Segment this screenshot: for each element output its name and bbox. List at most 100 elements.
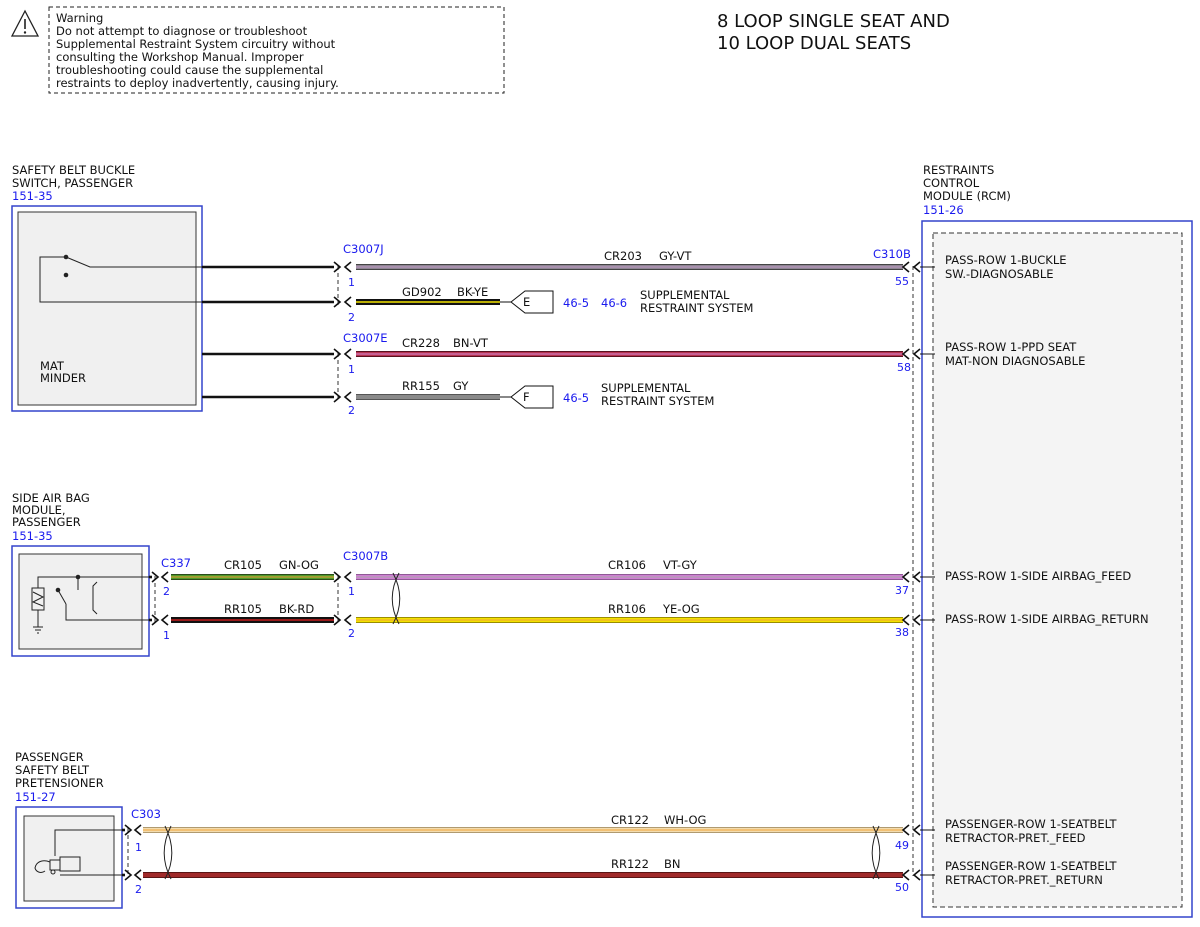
connector-label[interactable]: C3007B bbox=[343, 549, 388, 563]
wire-color-label: GY-VT bbox=[659, 249, 692, 263]
pin-number: 37 bbox=[895, 584, 909, 597]
offpage-desc: RESTRAINT SYSTEM bbox=[640, 301, 753, 315]
switch-icon bbox=[39, 254, 202, 303]
pin-number: 1 bbox=[135, 841, 142, 854]
wire-color-label: WH-OG bbox=[664, 813, 706, 827]
offpage-desc: SUPPLEMENTAL bbox=[640, 288, 730, 302]
wire-circuit-label: RR105 bbox=[224, 602, 262, 616]
rcm-pin-stubs bbox=[920, 266, 935, 876]
warning-icon bbox=[10, 9, 40, 37]
wire-color-label: GY bbox=[453, 379, 469, 393]
offpage-ref-link[interactable]: 46-5 bbox=[563, 391, 589, 405]
wire-circuit-label: GD902 bbox=[402, 285, 442, 299]
pretensioner-icon bbox=[34, 829, 122, 876]
component-ref: 151-26 bbox=[923, 203, 964, 217]
warning-line: troubleshooting could cause the suppleme… bbox=[56, 63, 323, 77]
connector-label[interactable]: C3007J bbox=[343, 242, 384, 256]
offpage-ref-link[interactable]: 46-6 bbox=[601, 296, 627, 310]
component-ref: 151-35 bbox=[12, 529, 53, 543]
rcm-pin-desc: PASS-ROW 1-SIDE AIRBAG_RETURN bbox=[945, 612, 1149, 626]
wire-color-label: BN-VT bbox=[453, 336, 489, 350]
pin-number: 49 bbox=[895, 839, 909, 852]
side-airbag-component bbox=[11, 545, 150, 657]
pin-number: 1 bbox=[348, 363, 355, 376]
rcm-pin-desc: MAT-NON DIAGNOSABLE bbox=[945, 354, 1085, 368]
pin-number: 1 bbox=[348, 585, 355, 598]
component-name: PASSENGER bbox=[15, 750, 84, 764]
wire-circuit-label: RR155 bbox=[402, 379, 440, 393]
offpage-ref-link[interactable]: 46-5 bbox=[563, 296, 589, 310]
component-name: PASSENGER bbox=[12, 515, 81, 529]
offpage-connector-f[interactable]: F bbox=[500, 385, 554, 409]
wire-circuit-label: CR228 bbox=[402, 336, 440, 350]
wire-circuit-label: CR105 bbox=[224, 558, 262, 572]
twisted-pair-symbols bbox=[163, 572, 881, 880]
wire-color-label: VT-GY bbox=[663, 558, 698, 572]
page-title: 8 LOOP SINGLE SEAT AND bbox=[717, 11, 950, 32]
buckle-switch-component: MAT MINDER bbox=[11, 205, 203, 412]
wire-circuit-label: CR106 bbox=[608, 558, 646, 572]
wire-color-label: GN-OG bbox=[279, 558, 319, 572]
connector-label[interactable]: C3007E bbox=[343, 331, 388, 345]
component-name: CONTROL bbox=[923, 176, 980, 190]
offpage-desc: RESTRAINT SYSTEM bbox=[601, 394, 714, 408]
pin-number: 1 bbox=[163, 629, 170, 642]
connector-label[interactable]: C337 bbox=[161, 556, 191, 570]
pin-number: 1 bbox=[348, 276, 355, 289]
warning-line: Supplemental Restraint System circuitry … bbox=[56, 37, 336, 51]
pin-number: 2 bbox=[135, 883, 142, 896]
wires bbox=[143, 264, 903, 878]
rcm-pin-desc: SW.-DIAGNOSABLE bbox=[945, 267, 1054, 281]
pin-number: 55 bbox=[895, 275, 909, 288]
component-name: PRETENSIONER bbox=[15, 776, 104, 790]
wire-circuit-label: RR122 bbox=[611, 857, 649, 871]
component-inner-label: MAT bbox=[40, 359, 65, 373]
component-name: SIDE AIR BAG bbox=[12, 491, 90, 505]
offpage-connector-e[interactable]: E bbox=[500, 290, 554, 314]
component-name: MODULE, bbox=[12, 503, 66, 517]
airbag-squib-icon bbox=[31, 574, 150, 634]
rcm-pin-desc: PASS-ROW 1-SIDE AIRBAG_FEED bbox=[945, 569, 1131, 583]
offpage-desc: SUPPLEMENTAL bbox=[601, 381, 691, 395]
rcm-pin-desc: PASS-ROW 1-PPD SEAT bbox=[945, 340, 1077, 354]
warning-line: Do not attempt to diagnose or troublesho… bbox=[56, 24, 308, 38]
component-name: SAFETY BELT BUCKLE bbox=[12, 163, 135, 177]
harness-stubs bbox=[122, 265, 334, 877]
warning-box: Warning Do not attempt to diagnose or tr… bbox=[10, 6, 505, 94]
component-name: MODULE (RCM) bbox=[923, 189, 1011, 203]
warning-heading: Warning bbox=[56, 11, 103, 25]
pin-number: 58 bbox=[897, 361, 911, 374]
rcm-component bbox=[921, 220, 1193, 918]
offpage-letter: F bbox=[523, 390, 530, 404]
pretensioner-component bbox=[15, 806, 123, 909]
offpage-letter: E bbox=[523, 295, 530, 309]
wire-circuit-label: RR106 bbox=[608, 602, 646, 616]
connector-label[interactable]: C303 bbox=[131, 807, 161, 821]
component-ref: 151-27 bbox=[15, 790, 56, 804]
pin-number: 38 bbox=[895, 626, 909, 639]
component-inner-label: MINDER bbox=[40, 371, 86, 385]
wire-circuit-label: CR203 bbox=[604, 249, 642, 263]
wire-color-label: BK-YE bbox=[457, 285, 488, 299]
rcm-pin-desc: PASSENGER-ROW 1-SEATBELT bbox=[945, 859, 1117, 873]
connector-outlines bbox=[127, 266, 914, 877]
wire-color-label: BN bbox=[664, 857, 681, 871]
component-name: SAFETY BELT bbox=[15, 763, 90, 777]
wire-color-label: YE-OG bbox=[662, 602, 700, 616]
rcm-pin-desc: PASSENGER-ROW 1-SEATBELT bbox=[945, 817, 1117, 831]
pin-number: 2 bbox=[348, 311, 355, 324]
component-ref: 151-35 bbox=[12, 189, 53, 203]
connector-terminals bbox=[124, 261, 921, 881]
warning-line: restraints to deploy inadvertently, caus… bbox=[56, 76, 339, 90]
warning-line: consulting the Workshop Manual. Improper bbox=[56, 50, 304, 64]
page-title: 10 LOOP DUAL SEATS bbox=[717, 33, 911, 54]
connector-label[interactable]: C310B bbox=[873, 247, 911, 261]
wire-circuit-label: CR122 bbox=[611, 813, 649, 827]
pin-number: 2 bbox=[163, 585, 170, 598]
component-name: RESTRAINTS bbox=[923, 163, 994, 177]
rcm-pin-desc: PASS-ROW 1-BUCKLE bbox=[945, 253, 1067, 267]
pin-number: 50 bbox=[895, 881, 909, 894]
rcm-pin-desc: RETRACTOR-PRET._FEED bbox=[945, 831, 1086, 845]
component-name: SWITCH, PASSENGER bbox=[12, 176, 133, 190]
